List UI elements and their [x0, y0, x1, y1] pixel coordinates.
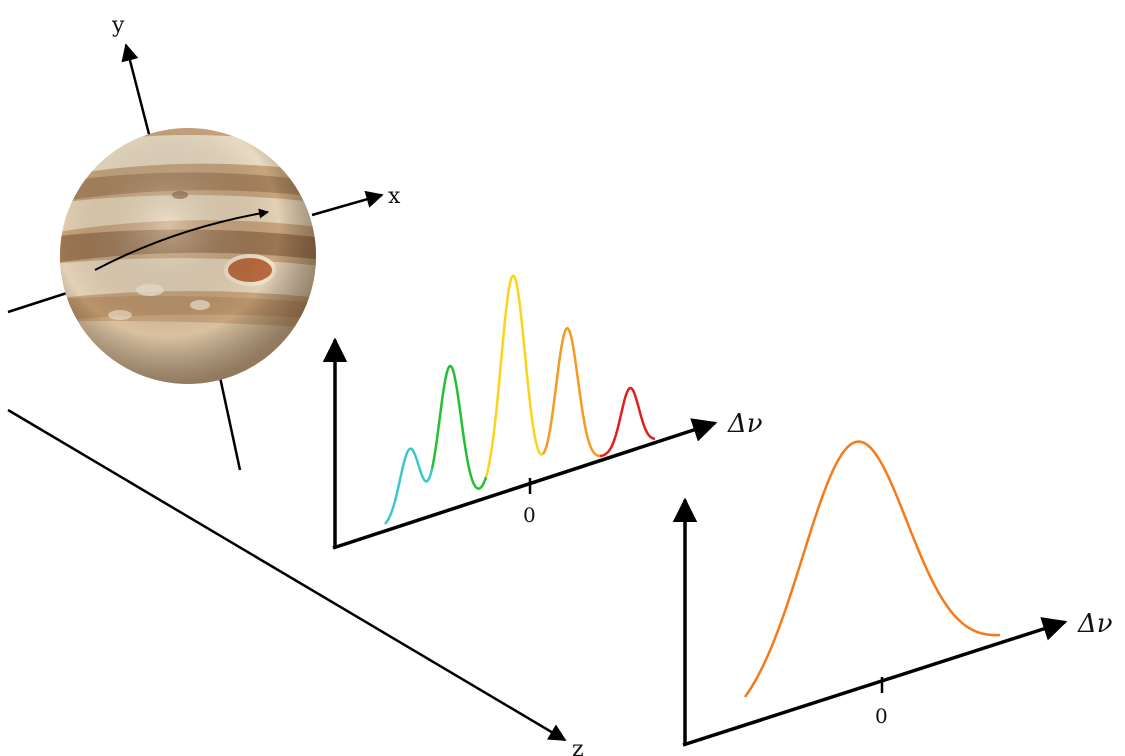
jupiter-icon	[60, 128, 316, 384]
x-axis-right	[311, 190, 384, 217]
spectrum-single-baseline	[682, 617, 1068, 747]
spectrum-multi-baseline	[332, 418, 718, 550]
spectrum-multi-lines	[384, 274, 656, 525]
axes-3d: y x z	[7, 13, 584, 756]
z-axis-label: z	[572, 737, 584, 756]
spectrum-multi-line-3	[484, 274, 544, 478]
spectrum-multi: 0 Δν	[322, 274, 763, 550]
y-axis-upper	[121, 43, 152, 139]
spectrum-single-axis-label: Δν	[1077, 609, 1113, 639]
x-axis-label: x	[388, 184, 401, 209]
spectrum-single-line	[743, 440, 1000, 698]
spectrum-multi-line-2	[430, 364, 488, 490]
z-axis	[7, 408, 567, 742]
x-axis-left	[7, 290, 71, 314]
spectrum-multi-axis-label: Δν	[727, 409, 763, 439]
spectrum-single-zero-label: 0	[875, 704, 888, 728]
y-axis-label: y	[111, 13, 125, 38]
spectrum-single: 0 Δν	[672, 440, 1113, 747]
spectrum-multi-line-5	[600, 386, 656, 458]
spectrum-multi-zero-label: 0	[523, 503, 536, 527]
spectrum-multi-line-1	[384, 447, 434, 525]
spectrum-multi-line-4	[542, 326, 600, 458]
rotation-arrow	[94, 208, 269, 271]
